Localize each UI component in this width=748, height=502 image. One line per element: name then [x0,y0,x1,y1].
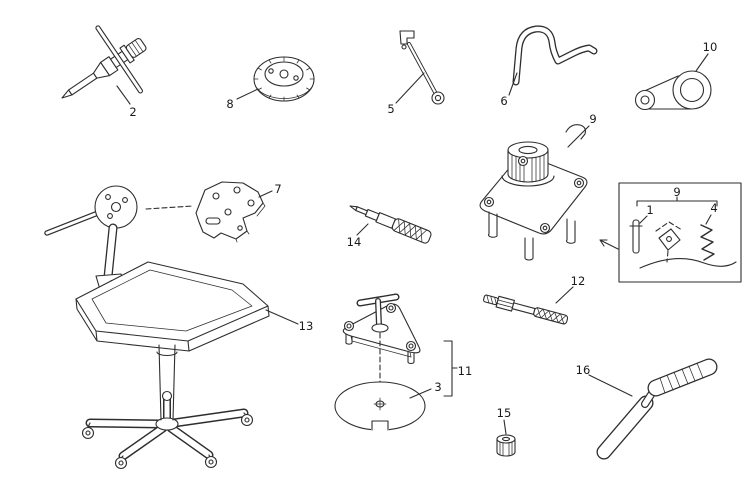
callout-4: 4 [705,201,718,225]
tool-5-drawing [399,30,445,105]
leader-line [356,223,369,236]
trolley-stand-drawing [75,261,270,470]
tool-3-11-drawing [334,293,426,432]
callout-13: 13 [265,309,314,333]
callout-12-label: 12 [571,274,586,288]
tool-12-drawing [482,294,569,325]
callout-3: 3 [409,380,442,399]
callout-9-inset: 9 [673,185,680,199]
leader-line [258,190,273,198]
callout-10-label: 10 [703,40,718,54]
callout-12: 12 [555,274,586,304]
callout-16-label: 16 [576,363,591,377]
leader-line [639,215,648,224]
inset-detail-box [618,182,742,283]
leader-line [588,374,633,397]
callout-14-label: 14 [347,235,362,249]
callout-14: 14 [347,223,369,249]
tool-10-drawing [634,70,712,111]
pin-item-1-drawing [632,219,640,254]
tool-16-drawing [596,358,718,460]
callout-11-label: 11 [458,364,473,378]
callout-10: 10 [695,40,718,72]
tool-8-drawing [253,56,315,102]
callout-9-main: 9 [567,112,597,148]
leader-line [409,388,432,399]
callout-7-label: 7 [274,182,281,196]
wire-clip-drawing [565,124,586,140]
callout-15: 15 [497,406,512,435]
bracket-11 [443,340,458,397]
leader-line [567,125,590,148]
tool-6-drawing [512,25,598,86]
callout-5-label: 5 [387,102,394,116]
callout-3-label: 3 [434,380,441,394]
arrow-to-inset [599,239,619,250]
callout-5: 5 [387,72,425,116]
callout-9-inset-label: 9 [673,185,680,199]
tool-2-drawing [61,25,147,99]
callout-1-label: 1 [646,203,653,217]
callout-2-label: 2 [129,105,136,119]
callout-9-main-label: 9 [589,112,596,126]
tool-15-drawing [496,434,516,457]
callout-6: 6 [500,72,518,108]
leader-line [508,72,518,96]
callout-8: 8 [226,88,259,111]
tool-9-drawing [479,124,619,261]
callout-11: 11 [443,340,473,397]
tool-14-drawing [349,205,432,244]
leader-line [116,85,131,105]
callout-15-label: 15 [497,406,512,420]
callout-1: 1 [639,203,654,224]
leader-line [265,309,299,325]
leader-line [236,88,259,100]
callout-7: 7 [258,182,282,198]
leader-line [503,419,507,435]
tool-7-drawing [145,181,266,243]
callout-2: 2 [116,85,137,119]
bracket-9-inset [636,196,718,207]
leader-line [705,214,712,225]
callout-4-label: 4 [710,201,717,215]
leader-line [395,72,425,104]
callout-6-label: 6 [500,94,507,108]
leader-line [555,286,574,304]
callout-13-label: 13 [299,319,314,333]
leader-line [695,53,709,72]
spring-item-4-drawing [700,224,715,261]
callout-8-label: 8 [226,97,233,111]
callout-16: 16 [576,363,633,397]
